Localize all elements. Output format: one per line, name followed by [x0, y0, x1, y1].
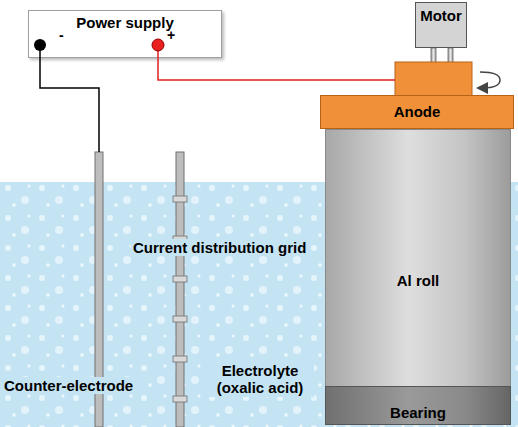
node-title: Power supply: [76, 14, 174, 31]
grid-notch: [173, 396, 187, 402]
power-supply-box: Power supply- +: [28, 10, 222, 58]
node-title: Anode: [394, 103, 441, 120]
grid-notch: [173, 316, 187, 322]
negative-wire: [40, 50, 99, 152]
shaft-coupler: [395, 62, 472, 96]
node-title: Motor: [420, 7, 462, 24]
rotation-arrow: [480, 72, 500, 88]
node-title: Bearing: [390, 404, 446, 421]
terminal-sign: +: [167, 27, 175, 43]
grid-bar: [176, 152, 184, 427]
grid-label: Current distribution grid: [131, 239, 308, 256]
anode-plate: Anode: [320, 95, 514, 129]
electrolyte-label: Electrolyte (oxalic acid): [206, 362, 314, 397]
al-roll: Al roll: [325, 129, 511, 387]
bearing: Bearing: [325, 386, 511, 425]
grid-notch: [173, 356, 187, 362]
grid-notches: [173, 196, 187, 402]
node-title: Al roll: [397, 272, 440, 289]
grid-notch: [173, 276, 187, 282]
grid-notch: [173, 196, 187, 202]
terminal-sign: -: [59, 27, 64, 43]
counter-electrode-label: Counter-electrode: [2, 377, 135, 394]
motor-box: Motor: [415, 2, 467, 48]
